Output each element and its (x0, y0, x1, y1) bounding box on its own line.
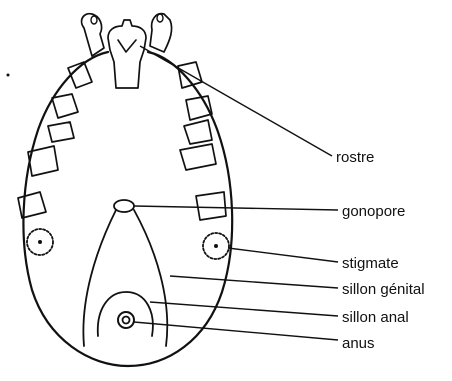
leg-right-4a (196, 192, 226, 220)
leader-sillon-anal (150, 302, 338, 316)
rostre-shape (108, 20, 146, 88)
label-anus: anus (342, 335, 375, 352)
label-sillon-genital: sillon génital (342, 281, 425, 298)
gonopore-shape (114, 200, 134, 212)
legs-left (18, 14, 104, 218)
leader-stigmate (228, 248, 338, 262)
leg-left-2b (52, 94, 78, 118)
leg-left-3a (48, 122, 74, 142)
legs-right (150, 14, 226, 220)
sillon-anal-shape (98, 292, 153, 336)
label-gonopore: gonopore (342, 203, 405, 220)
leader-anus (134, 322, 338, 340)
label-sillon-anal: sillon anal (342, 309, 409, 326)
stigmate-right (203, 233, 229, 259)
label-stigmate: stigmate (342, 255, 399, 272)
leg-left-1 (82, 14, 104, 56)
anus-inner (123, 317, 130, 324)
sillon-genital-shape (83, 210, 167, 346)
leg-right-1 (150, 14, 172, 52)
label-rostre: rostre (336, 149, 374, 166)
leg-left-4a (18, 192, 46, 218)
leader-rostre (140, 46, 332, 156)
stray-dot (7, 74, 10, 77)
leg-right-3b (180, 144, 216, 170)
leader-gonopore (134, 206, 338, 210)
leg-right-3a (184, 120, 212, 144)
leader-sillon-genital (170, 276, 338, 288)
anus-outer (118, 312, 134, 328)
stigmate-left (27, 229, 53, 255)
